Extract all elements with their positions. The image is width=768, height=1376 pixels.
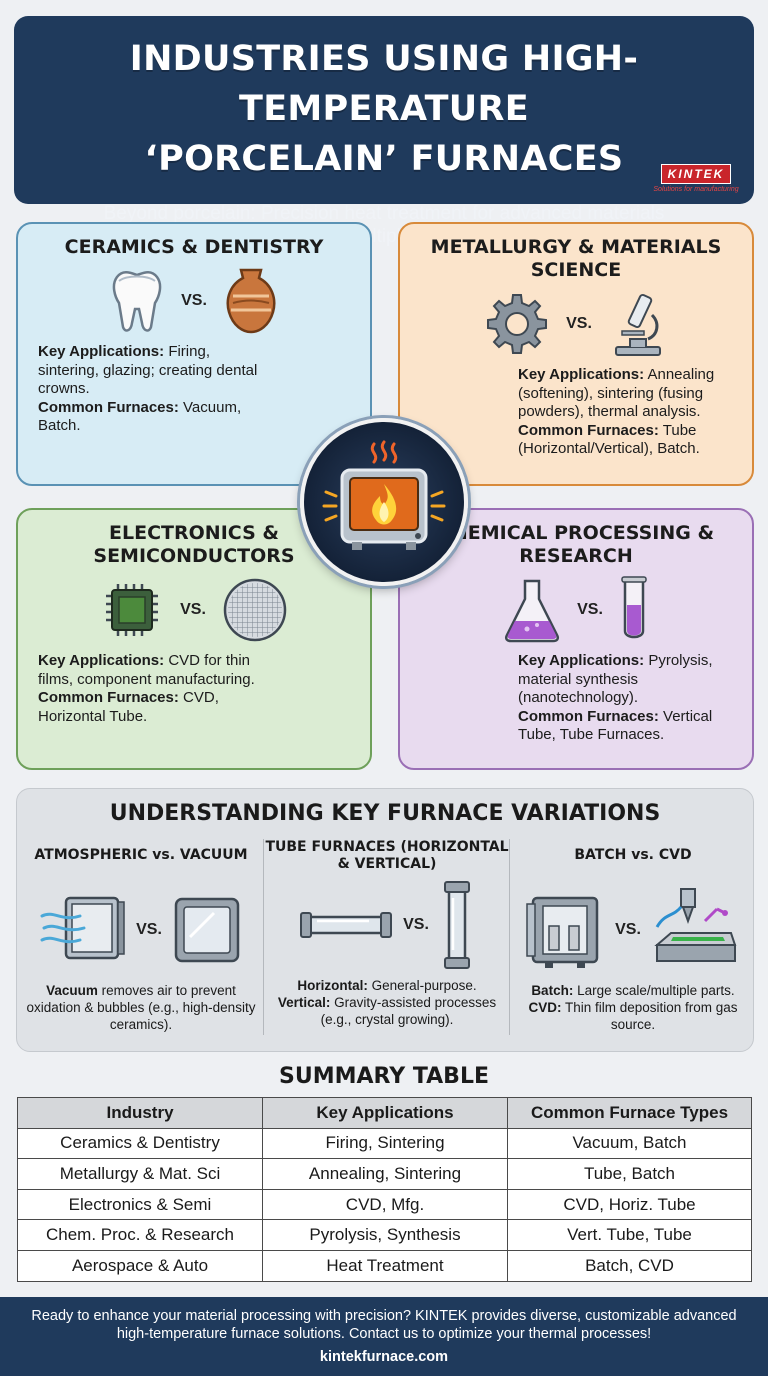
- page-title: INDUSTRIES USING HIGH-TEMPERATURE ‘PORCE…: [14, 16, 754, 184]
- vase-icon: [226, 268, 276, 334]
- table-cell: Vacuum, Batch: [507, 1127, 752, 1160]
- sector-title: CERAMICS & DENTISTRY: [64, 236, 324, 258]
- sector-applications: CVD for thin films, component manufactur…: [38, 652, 255, 688]
- table-cell: Electronics & Semi: [17, 1188, 263, 1221]
- footer-banner: Ready to enhance your material processin…: [0, 1297, 768, 1376]
- title-line-2: ‘PORCELAIN’ FURNACES: [144, 139, 624, 179]
- table-cell: Metallurgy & Mat. Sci: [17, 1158, 263, 1190]
- sector-title: CHEMICAL PROCESSING & RESEARCH: [437, 522, 715, 567]
- sector-applications: Firing, sintering, glazing; creating den…: [38, 343, 258, 397]
- vertical-tube-icon: [443, 881, 470, 969]
- sector-furnaces: CVD, Horizontal Tube.: [38, 689, 219, 725]
- divider: [263, 839, 264, 1035]
- table-cell: Heat Treatment: [262, 1249, 508, 1282]
- brand-logo: KINTEK Solutions for manufacturing: [650, 164, 742, 206]
- brand-tagline: Solutions for manufacturing: [653, 186, 739, 193]
- chip-icon: [106, 584, 159, 636]
- variation-title: TUBE FURNACES (HORIZONTAL & VERTICAL): [265, 839, 509, 872]
- sector-card-ceramics: CERAMICS & DENTISTRY VS. Key Application…: [16, 222, 372, 486]
- brand-name: KINTEK: [660, 164, 732, 184]
- vs-label: VS.: [180, 601, 206, 618]
- table-row: Electronics & Semi CVD, Mfg. CVD, Horiz.…: [17, 1188, 752, 1221]
- vs-label: VS.: [136, 921, 162, 938]
- wafer-icon: [223, 578, 287, 642]
- variation-description: Horizontal: General-purpose.Vertical: Gr…: [277, 978, 497, 1027]
- column-header: Common Furnace Types: [507, 1097, 752, 1129]
- variations-panel: UNDERSTANDING KEY FURNACE VARIATIONS ATM…: [16, 788, 754, 1052]
- vs-label: VS.: [615, 921, 641, 938]
- table-row: Metallurgy & Mat. Sci Annealing, Sinteri…: [17, 1158, 752, 1190]
- sector-card-chemical: CHEMICAL PROCESSING & RESEARCH VS. Key A…: [398, 508, 754, 770]
- column-header: Industry: [17, 1097, 263, 1129]
- gear-icon: [487, 294, 548, 354]
- vacuum-chamber-icon: [174, 897, 240, 963]
- horizontal-tube-icon: [300, 912, 393, 938]
- table-cell: Firing, Sintering: [262, 1127, 508, 1160]
- table-row: Aerospace & Auto Heat Treatment Batch, C…: [17, 1249, 752, 1282]
- variation-description: Batch: Large scale/multiple parts.CVD: T…: [528, 983, 738, 1032]
- table-row: Chem. Proc. & Research Pyrolysis, Synthe…: [17, 1219, 752, 1251]
- batch-furnace-icon: [526, 896, 599, 968]
- microscope-icon: [614, 293, 661, 356]
- footer-website-link[interactable]: kintekfurnace.com: [319, 1349, 449, 1365]
- sector-title: METALLURGY & MATERIALS SCIENCE: [430, 236, 722, 281]
- table-header-row: Industry Key Applications Common Furnace…: [17, 1097, 752, 1129]
- table-cell: CVD, Mfg.: [262, 1188, 508, 1221]
- sector-furnaces: Vertical Tube, Tube Furnaces.: [518, 707, 713, 744]
- sector-card-electronics: ELECTRONICS & SEMICONDUCTORS VS. Key App…: [16, 508, 372, 770]
- footer-message: Ready to enhance your material processin…: [31, 1308, 737, 1342]
- variation-tube-furnaces: TUBE FURNACES (HORIZONTAL & VERTICAL) VS…: [265, 839, 509, 1028]
- table-cell: Tube, Batch: [507, 1158, 752, 1190]
- flask-icon: [505, 579, 560, 643]
- sector-card-metallurgy: METALLURGY & MATERIALS SCIENCE VS. Key A…: [398, 222, 754, 486]
- table-cell: CVD, Horiz. Tube: [507, 1188, 752, 1221]
- title-line-1: INDUSTRIES USING HIGH-TEMPERATURE: [129, 39, 639, 129]
- table-cell: Batch, CVD: [507, 1249, 752, 1282]
- table-cell: Ceramics & Dentistry: [17, 1127, 263, 1160]
- variation-title: BATCH vs. CVD: [574, 847, 692, 863]
- header-banner: INDUSTRIES USING HIGH-TEMPERATURE ‘PORCE…: [14, 16, 754, 247]
- vs-label: VS.: [403, 916, 429, 933]
- vs-label: VS.: [566, 315, 592, 332]
- variation-description: Vacuum removes air to prevent oxidation …: [26, 983, 256, 1032]
- test-tube-icon: [621, 576, 647, 639]
- variation-title: ATMOSPHERIC vs. VACUUM: [34, 847, 248, 863]
- cvd-reactor-icon: [654, 888, 737, 962]
- sector-applications: Pyrolysis, material synthesis (nanotechn…: [518, 652, 713, 706]
- table-cell: Aerospace & Auto: [17, 1249, 263, 1282]
- sector-title: ELECTRONICS & SEMICONDUCTORS: [93, 522, 295, 567]
- table-cell: Chem. Proc. & Research: [17, 1219, 263, 1251]
- column-header: Key Applications: [262, 1097, 508, 1129]
- sector-applications: Annealing (softening), sintering (fusing…: [518, 366, 715, 420]
- sector-furnaces: Vacuum, Batch.: [38, 398, 242, 435]
- variation-batch-cvd: BATCH vs. CVD VS. Batch: L: [511, 839, 755, 1033]
- variations-title: UNDERSTANDING KEY FURNACE VARIATIONS: [109, 801, 661, 826]
- furnace-flame-icon: [322, 440, 446, 550]
- vs-label: VS.: [181, 292, 207, 309]
- sector-furnaces: Tube (Horizontal/Vertical), Batch.: [518, 421, 700, 458]
- tooth-icon: [112, 271, 162, 332]
- vs-label: VS.: [577, 601, 603, 618]
- variation-atmospheric-vacuum: ATMOSPHERIC vs. VACUUM VS. Vacuum remove…: [19, 839, 263, 1033]
- table-cell: Annealing, Sintering: [262, 1158, 508, 1190]
- summary-table-title: SUMMARY TABLE: [279, 1064, 489, 1089]
- atmospheric-furnace-icon: [40, 896, 125, 960]
- table-row: Ceramics & Dentistry Firing, Sintering V…: [17, 1127, 752, 1160]
- table-cell: Pyrolysis, Synthesis: [262, 1219, 508, 1251]
- table-cell: Vert. Tube, Tube: [507, 1219, 752, 1251]
- central-hub: [300, 418, 468, 586]
- summary-table: Industry Key Applications Common Furnace…: [17, 1097, 752, 1282]
- divider: [509, 839, 510, 1035]
